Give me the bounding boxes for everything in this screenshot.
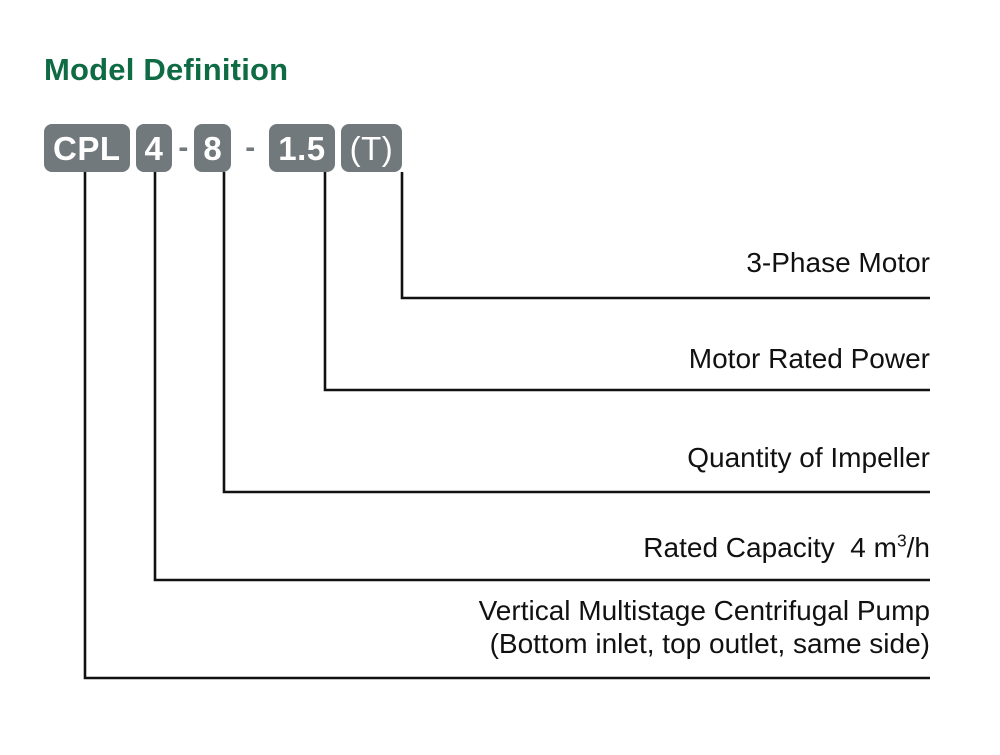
- callout-series-line1: Vertical Multistage Centrifugal Pump: [478, 595, 930, 626]
- badge-capacity[interactable]: 4: [135, 124, 173, 172]
- callout-label-stages: Quantity of Impeller: [687, 442, 930, 473]
- callout-label-phase: 3-Phase Motor: [746, 247, 930, 278]
- callout-series-line2: (Bottom inlet, top outlet, same side): [489, 628, 930, 660]
- separator-dash-2: -: [245, 131, 256, 164]
- leader-power: [323, 172, 930, 392]
- callout-label-series: Vertical Multistage Centrifugal Pump (Bo…: [479, 594, 930, 660]
- callout-label-capacity: Rated Capacity 4 m3/h: [643, 531, 930, 564]
- leader-phase: [400, 172, 930, 300]
- badge-power[interactable]: 1.5: [269, 124, 335, 172]
- leader-series: [83, 172, 930, 680]
- callout-label-power: Motor Rated Power: [688, 343, 930, 374]
- badge-phase[interactable]: (T): [340, 124, 403, 172]
- callout-capacity-sup: 3: [896, 530, 907, 551]
- badge-series[interactable]: CPL: [44, 124, 130, 172]
- leader-capacity: [153, 172, 930, 582]
- callout-capacity-suffix: /h: [906, 532, 930, 563]
- page-title: Model Definition: [44, 52, 289, 87]
- model-code-row: CPL 4 - 8 - 1.5 (T): [44, 124, 403, 172]
- leader-stages: [222, 172, 930, 494]
- callout-capacity-prefix: Rated Capacity: [643, 532, 835, 563]
- badge-stages[interactable]: 8: [194, 124, 232, 172]
- callout-capacity-value: 4 m: [850, 532, 897, 563]
- separator-dash-1: -: [178, 131, 189, 164]
